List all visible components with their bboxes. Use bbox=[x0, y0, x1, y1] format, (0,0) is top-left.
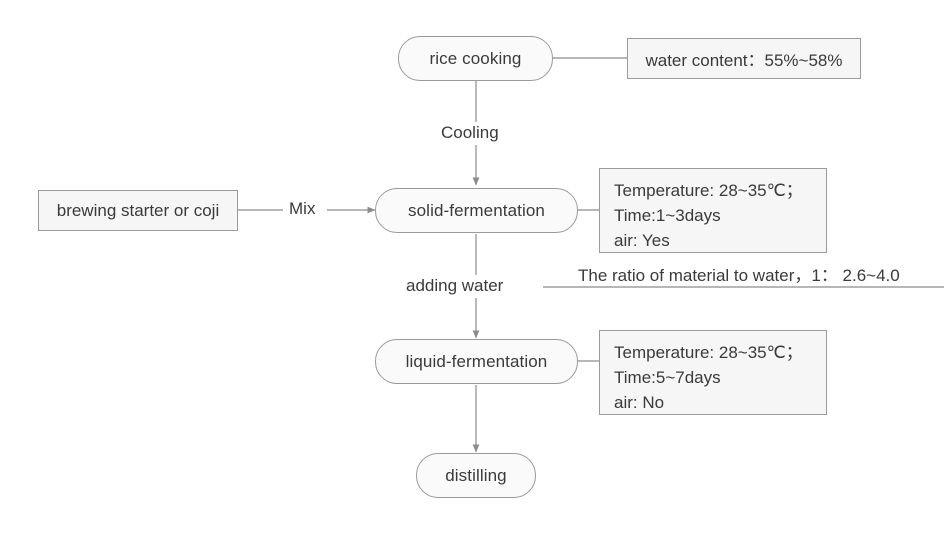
solid-params-air: air: Yes bbox=[614, 231, 670, 250]
note-material-water-ratio: The ratio of material to water，1： 2.6~4.… bbox=[578, 261, 900, 286]
edge-label-adding-water: adding water bbox=[406, 276, 503, 296]
edge-label-cooling-text: Cooling bbox=[441, 123, 499, 142]
node-solid-fermentation-label: solid-fermentation bbox=[408, 200, 545, 220]
box-water-content-label: water content：55%~58% bbox=[645, 51, 843, 70]
box-brewing-starter-label: brewing starter or coji bbox=[56, 200, 220, 220]
node-distilling-label: distilling bbox=[445, 465, 507, 485]
node-rice-cooking[interactable]: rice cooking bbox=[398, 36, 553, 81]
edge-label-mix-text: Mix bbox=[289, 199, 316, 218]
box-solid-fermentation-params[interactable]: Temperature: 28~35℃； Time:1~3days air: Y… bbox=[599, 168, 827, 253]
node-rice-cooking-label: rice cooking bbox=[429, 48, 522, 68]
liquid-params-time: Time:5~7days bbox=[614, 368, 721, 387]
node-distilling[interactable]: distilling bbox=[416, 453, 536, 498]
solid-params-temperature: Temperature: 28~35℃； bbox=[614, 181, 803, 200]
node-liquid-fermentation[interactable]: liquid-fermentation bbox=[375, 339, 578, 384]
box-water-content[interactable]: water content：55%~58% bbox=[627, 38, 861, 79]
liquid-params-temperature: Temperature: 28~35℃； bbox=[614, 343, 803, 362]
note-material-water-ratio-text: The ratio of material to water，1： 2.6~4.… bbox=[578, 266, 900, 285]
edge-label-mix: Mix bbox=[289, 199, 315, 219]
liquid-params-air: air: No bbox=[614, 393, 665, 412]
edge-label-adding-water-text: adding water bbox=[406, 276, 504, 295]
edge-label-cooling: Cooling bbox=[441, 123, 499, 143]
box-brewing-starter[interactable]: brewing starter or coji bbox=[38, 190, 238, 231]
box-liquid-fermentation-params[interactable]: Temperature: 28~35℃； Time:5~7days air: N… bbox=[599, 330, 827, 415]
node-liquid-fermentation-label: liquid-fermentation bbox=[405, 351, 548, 371]
solid-params-time: Time:1~3days bbox=[614, 206, 721, 225]
node-solid-fermentation[interactable]: solid-fermentation bbox=[375, 188, 578, 233]
